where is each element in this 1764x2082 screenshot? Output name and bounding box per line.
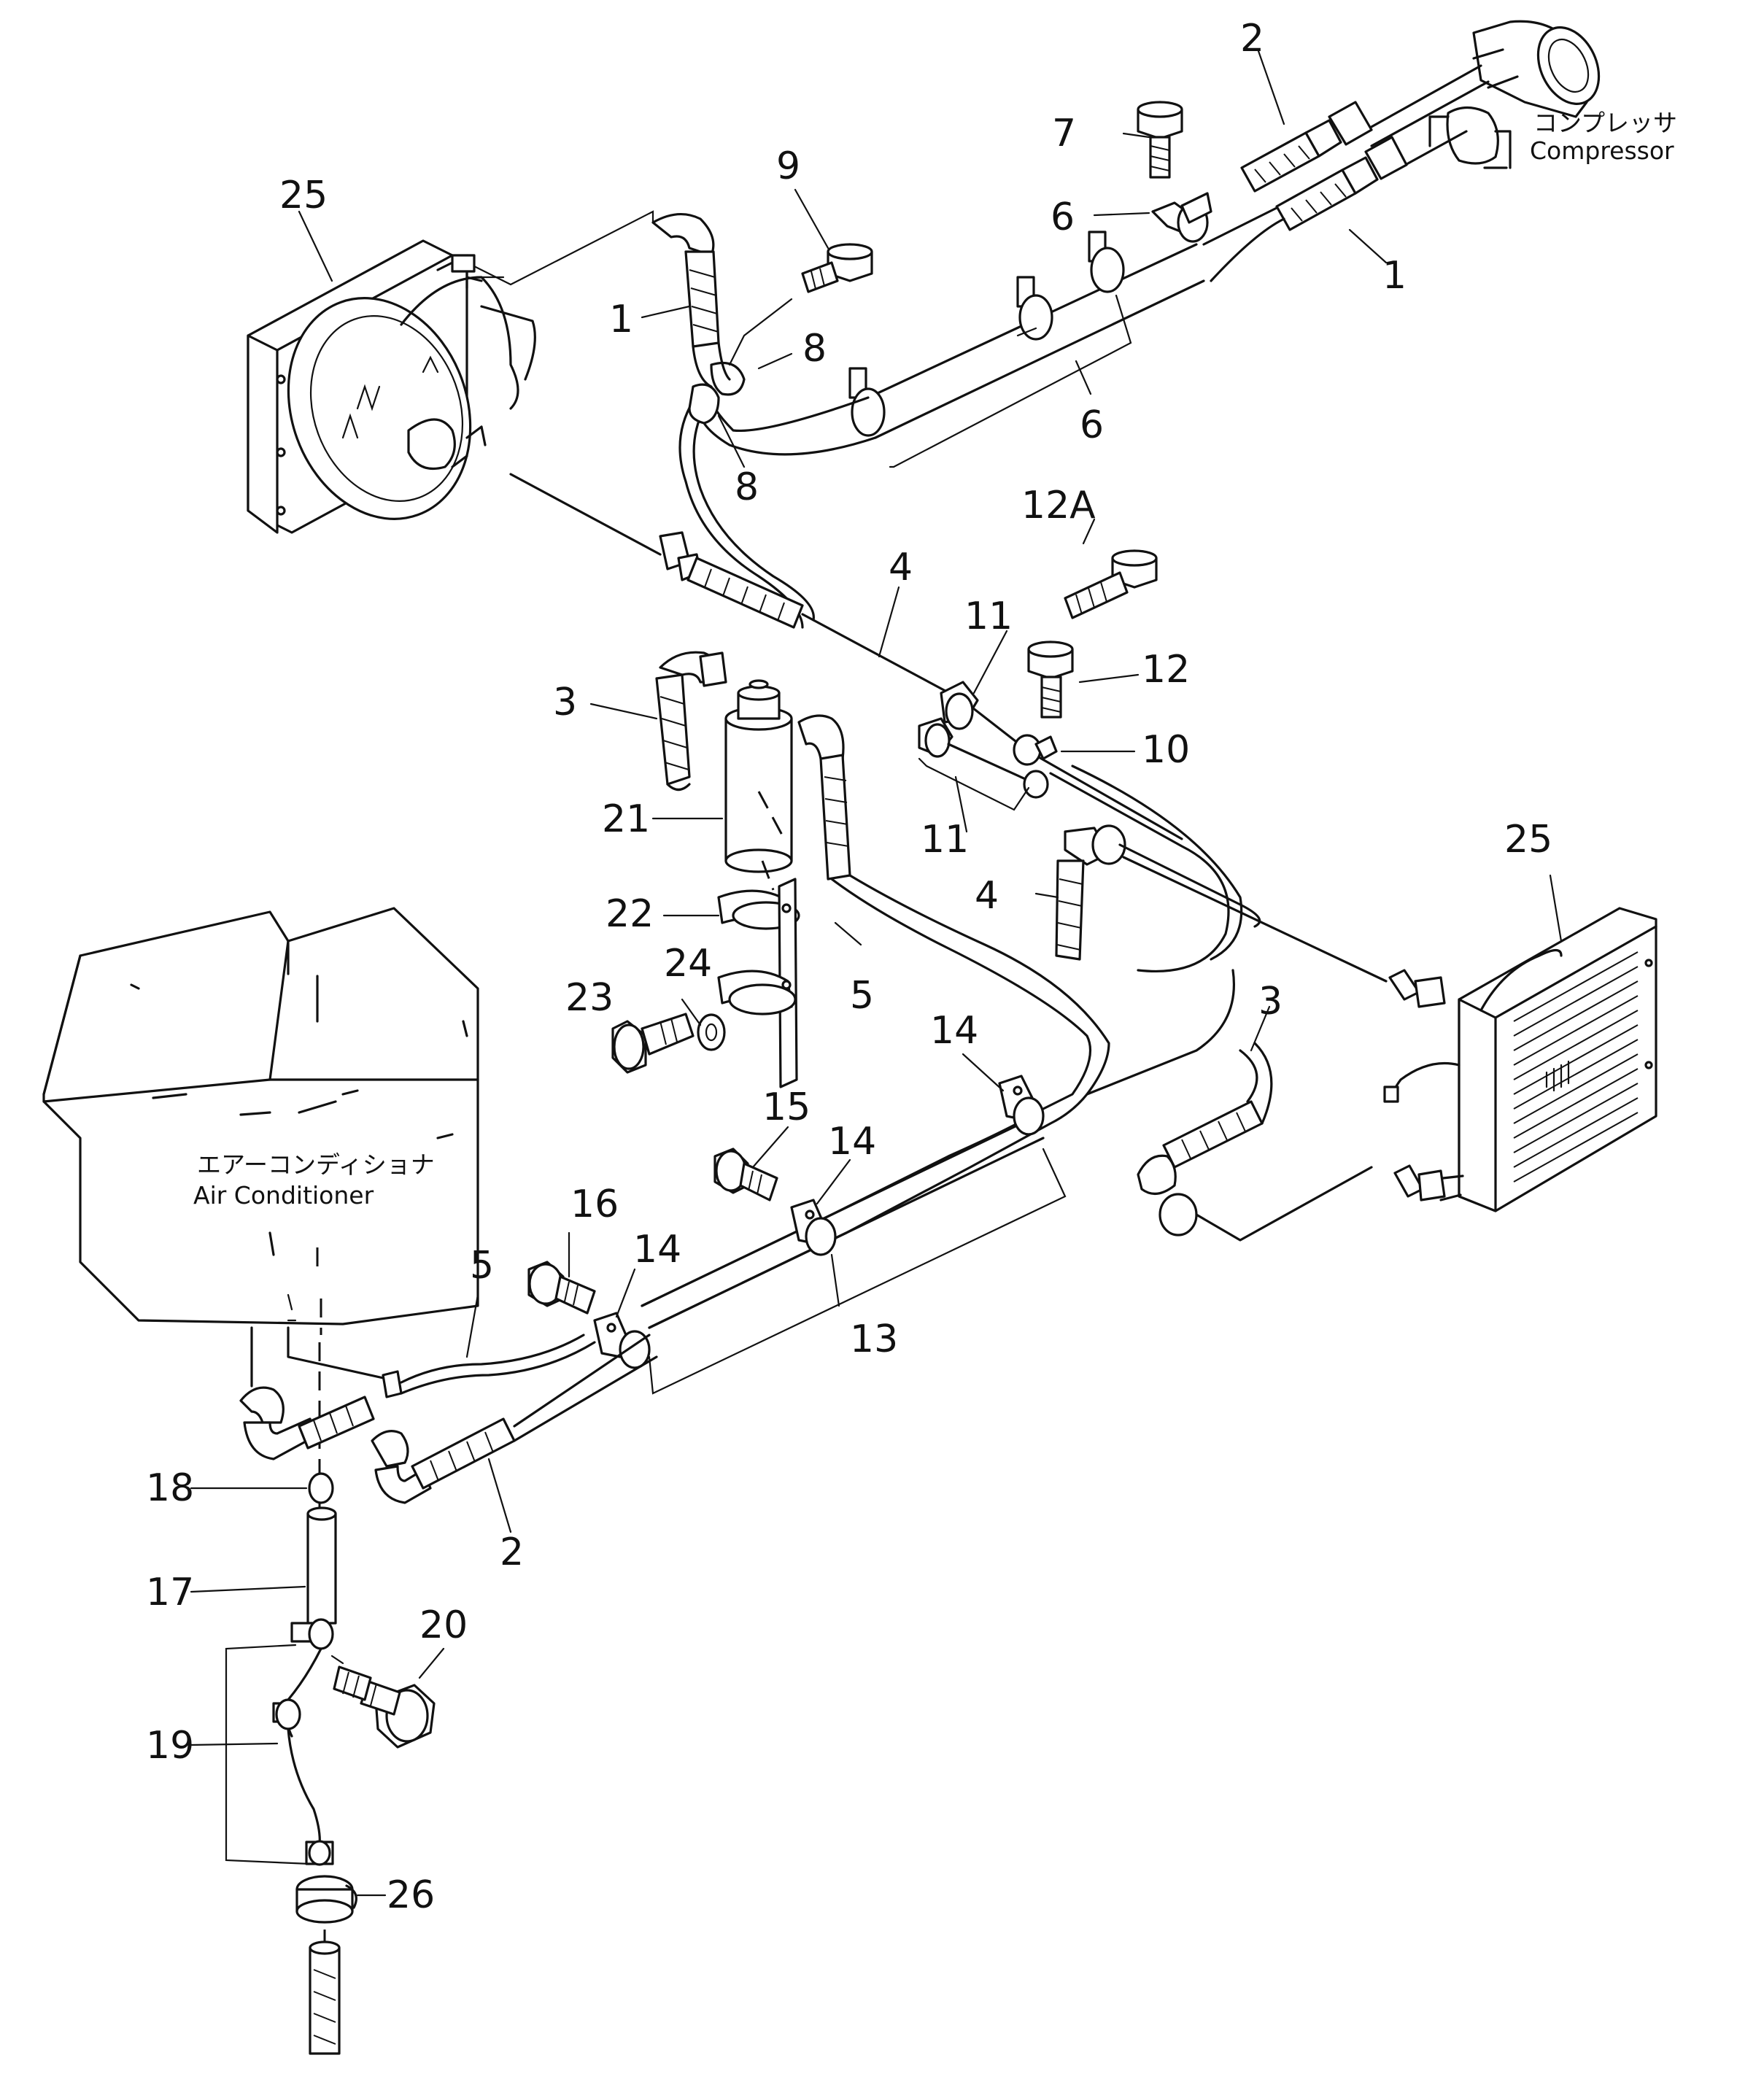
callout-1: 1 [1382, 254, 1407, 298]
callout-6: 6 [1051, 196, 1075, 239]
callout-16: 16 [570, 1183, 619, 1226]
callout-5-lower: 5 [470, 1244, 494, 1288]
callout-12: 12 [1142, 648, 1190, 692]
condenser-fan-unit-upper [247, 239, 536, 534]
callout-7: 7 [1052, 112, 1076, 155]
aircon-drain-ports [287, 1247, 322, 1510]
callout-25-right: 25 [1504, 818, 1552, 862]
callout-13: 13 [850, 1317, 898, 1361]
clip-11-a [940, 681, 979, 730]
callout-14: 14 [930, 1009, 978, 1053]
callouts: 2 7 9 6 1 25 1 8 6 8 12A 4 11 12 3 10 21… [146, 17, 1552, 1917]
condenser-fitting-bottom [1393, 1164, 1464, 1201]
callout-2: 2 [1240, 17, 1264, 61]
hose-3-right [1137, 1042, 1373, 1242]
hose-2-upper [1240, 64, 1490, 193]
washer-24 [697, 1013, 726, 1051]
clip-8-b [688, 383, 720, 425]
bracket-22 [717, 878, 800, 1088]
condenser-unit-lower [1383, 907, 1657, 1212]
callout-12a: 12A [1021, 484, 1096, 527]
nut-18 [308, 1472, 334, 1504]
callout-3: 3 [553, 681, 577, 724]
hose-1-left [651, 212, 731, 388]
callout-17: 17 [146, 1571, 194, 1614]
callout-20: 20 [419, 1603, 468, 1647]
callout-24: 24 [664, 942, 712, 986]
callout-15: 15 [762, 1085, 811, 1129]
callout-11: 11 [964, 595, 1013, 638]
callout-10: 10 [1142, 728, 1190, 772]
callout-19: 19 [146, 1724, 194, 1768]
compressor-label-en: Compressor [1530, 136, 1674, 165]
callout-18: 18 [146, 1466, 194, 1510]
callout-6-lower: 6 [1080, 403, 1104, 447]
hose-curve-upper [678, 396, 877, 629]
bolt-23 [611, 1013, 695, 1074]
hose-5-lower [239, 1326, 596, 1460]
clip-10 [1013, 734, 1058, 766]
bolt-20 [333, 1665, 436, 1749]
hose-3-center [655, 651, 727, 792]
callout-3-right: 3 [1258, 980, 1283, 1023]
clip-6-c [1016, 276, 1053, 341]
bolt-15 [713, 1148, 778, 1201]
condenser-fitting-top [1388, 969, 1446, 1008]
callout-2-lower: 2 [500, 1530, 524, 1574]
callout-26: 26 [387, 1873, 435, 1917]
leader-connection [465, 210, 654, 286]
clip-14-a [998, 1075, 1045, 1136]
bolt-16 [527, 1261, 596, 1315]
bracket-11 [918, 757, 1030, 811]
leader-lines [190, 50, 1563, 1897]
upper-pipe-run [867, 206, 1285, 439]
callout-1-left: 1 [609, 298, 633, 341]
air-conditioner-label-en: Air Conditioner [193, 1181, 374, 1210]
bracket-13 [648, 1148, 1067, 1395]
drain-hose-end [309, 1930, 341, 2055]
drain-hose-17 [306, 1506, 337, 1625]
hose-1-upper [1275, 130, 1468, 231]
callout-25: 25 [279, 174, 328, 217]
callout-9: 9 [776, 144, 800, 188]
hose-2-lower [371, 1334, 658, 1504]
callout-4: 4 [889, 546, 913, 589]
callout-8: 8 [802, 327, 827, 371]
callout-4-right: 4 [975, 874, 999, 918]
callout-14-mid: 14 [828, 1120, 876, 1164]
callout-8-lower: 8 [735, 465, 759, 509]
bolt-12 [1027, 641, 1074, 719]
lower-pipe-run [641, 1122, 1045, 1329]
bracket-6 [889, 294, 1132, 468]
clip-6-b [1088, 231, 1125, 293]
hose-5-center [641, 714, 1235, 1329]
callout-23: 23 [565, 976, 614, 1020]
drain-clips-19 [225, 1618, 334, 1866]
callout-14-left: 14 [633, 1228, 681, 1272]
hose-4-right [1055, 824, 1388, 983]
clip-14-b [790, 1199, 837, 1256]
callout-21: 21 [602, 797, 650, 841]
receiver-drier-21 [724, 679, 793, 891]
clip-14-c [593, 1312, 651, 1369]
clip-6-a [1151, 192, 1212, 243]
callout-5: 5 [850, 974, 874, 1018]
clip-11-b [918, 717, 1049, 799]
air-conditioner-label-jp: エアーコンディショナ [197, 1150, 435, 1179]
bolt-9 [801, 243, 873, 293]
clamp-26 [295, 1875, 357, 1924]
callout-11-lower: 11 [921, 818, 969, 862]
bolt-7 [1137, 101, 1183, 179]
bolt-12a [1064, 549, 1158, 619]
compressor [1428, 20, 1601, 169]
compressor-label-jp: コンプレッサ [1533, 109, 1677, 137]
air-conditioner-unit [42, 907, 479, 1326]
callout-22: 22 [606, 892, 654, 936]
